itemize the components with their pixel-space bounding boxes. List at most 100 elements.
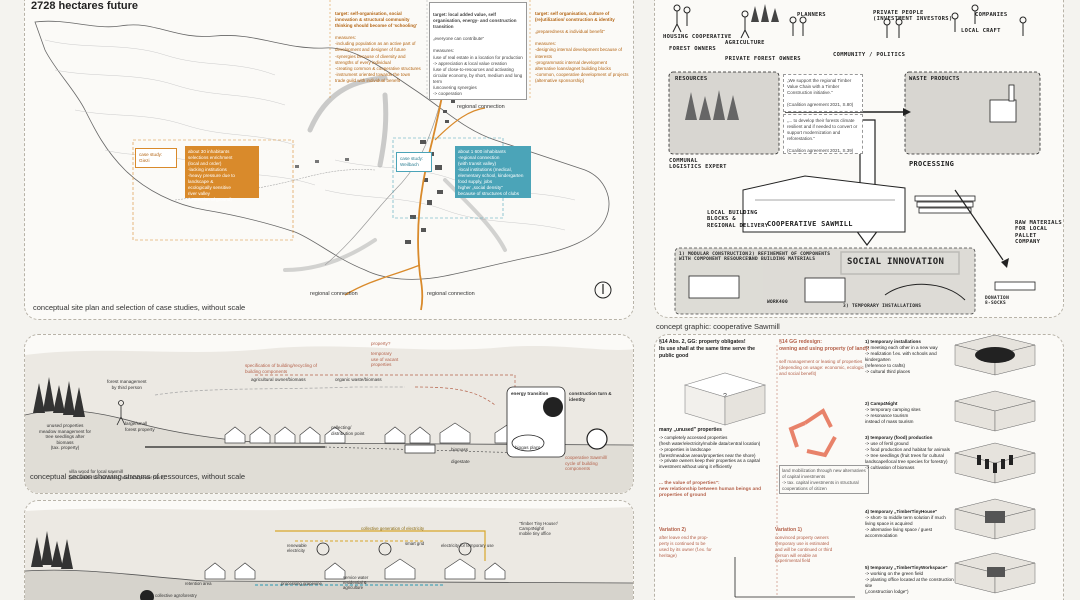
label-wood-sawmill: villa wood for local sawmill (use waste …	[69, 469, 165, 480]
target-column-2: target: local added value, self organisa…	[429, 2, 527, 100]
temporary-use-body: -> working on the green field -> plantin…	[865, 570, 954, 594]
site-map-svg	[34, 0, 612, 311]
target-column-3: target: self organisation, culture of (r…	[535, 11, 629, 83]
variation-1-body: convinced property owners temporary use …	[775, 535, 833, 564]
settlement-weilbach	[405, 100, 455, 244]
label-community-politics: COMMUNITY / POLITICS	[833, 52, 906, 58]
label-housing-cooperative: HOUSING COOPERATIVE	[663, 34, 732, 40]
label-cooperative-sawmill: COOPERATIVE SAWMILL	[767, 220, 853, 228]
label-large-small: large/small forest property	[125, 421, 155, 432]
label-processing: PROCESSING	[909, 160, 955, 168]
label-temp-use: temporary use of vacant properties	[371, 351, 399, 367]
question-mark: ?	[723, 393, 727, 400]
label-private-forest-owners: PRIVATE FOREST OWNERS	[725, 56, 801, 62]
temporary-use-item: 5) temporary „TimberTinyWorkspace"-> wor…	[865, 565, 955, 595]
label-retention: retention area	[185, 581, 212, 586]
label-biomass: biomass	[451, 447, 469, 452]
label-agroforestry: collective agroforestry	[155, 593, 197, 598]
section-energy-svg	[25, 507, 633, 600]
truck-icon	[404, 444, 436, 454]
sawmill-caption: concept graphic: cooperative Sawmill	[656, 322, 780, 331]
label-planners: PLANNERS	[797, 12, 826, 18]
regional-connection-label-3: regional connection	[427, 291, 475, 297]
site-plan-title: 2728 hectares future	[31, 0, 138, 12]
property-diagram-svg	[683, 335, 1036, 598]
label-spec-building: specification of building/recycling of b…	[245, 363, 318, 374]
property-heading-1: §14 Abs. 2, GG: property obligates! Its …	[659, 339, 756, 359]
mobilization-box: land mobilization through new alternativ…	[779, 465, 869, 495]
label-unused-properties: unused properties meadow management for …	[39, 423, 92, 450]
temporary-use-body: -> temporary camping sites -> resonance …	[865, 406, 921, 424]
case-study-giezi-card: about 30 inhabitants selections enrichme…	[185, 146, 259, 202]
case-study-giezi-label: case study: Giezi	[135, 148, 177, 168]
label-smart-grid: smart grid	[405, 541, 425, 546]
quote-box-1: „We support the regional Timber Value Ch…	[783, 74, 863, 112]
north-arrow-icon	[594, 281, 612, 299]
stakeholder-figures	[672, 4, 1027, 39]
temporary-use-body: -> meeting each other in a new way -> re…	[865, 344, 938, 374]
label-social-innovation: SOCIAL INNOVATION	[847, 257, 945, 267]
label-renewable: renewable electricity	[287, 543, 307, 554]
label-private-people: PRIVATE PEOPLE (INVESTMENT INVESTORS)	[873, 10, 953, 23]
case-study-weilbach-label: case study: Weilbach	[396, 152, 432, 172]
temporary-use-body: -> short- to middle term solution if muc…	[865, 514, 946, 538]
temporary-use-title: 5) temporary „TimberTinyWorkspace"	[865, 565, 948, 570]
biogas-plant-icon	[511, 434, 545, 452]
temporary-use-title: 2) Camp4Night	[865, 401, 898, 406]
label-communal-logistics: COMMUNAL LOGISTICS EXPERT	[669, 158, 727, 171]
target-column-1: target: self-organisation, social innova…	[335, 11, 421, 83]
value-title: ... the value of properties": new relati…	[659, 481, 762, 499]
label-temp-installations: 3) TEMPORARY INSTALLATIONS	[843, 304, 922, 309]
temporary-use-item: 3) temporary (food) production-> use of …	[865, 435, 955, 471]
label-raw-materials: RAW MATERIALS FOR LOCAL PALLET COMPANY	[1015, 220, 1062, 245]
label-organic-waste: organic waste/biomass	[335, 377, 382, 382]
temporary-use-title: 3) temporary (food) production	[865, 435, 933, 440]
label-local-craft: LOCAL CRAFT	[961, 28, 1001, 34]
section-streams-svg	[25, 346, 633, 493]
label-agriculture: AGRICULTURE	[725, 40, 765, 46]
variation-1-title: Variation 1)	[775, 527, 802, 533]
regional-connection-label-1: regional connection	[457, 104, 505, 110]
label-forest-mgmt: forest management by third person	[107, 379, 147, 390]
leaf-icon-2	[140, 590, 154, 600]
site-plan-panel: 2728 hectares future target: self-organi…	[24, 0, 634, 320]
label-donation: DONATION 8-SOCKS	[985, 296, 1010, 307]
unused-title: many „unused" properties	[659, 427, 722, 433]
temporary-use-title: 1) temporary installations	[865, 339, 921, 344]
regional-connection-label-2: regional connection	[310, 291, 358, 297]
sawmill-panel: HOUSING COOPERATIVE FOREST OWNERS AGRICU…	[654, 0, 1064, 318]
sawmill-saw-icon	[586, 428, 608, 450]
label-tiny-house: 'Timber Tiny House'/ Camp4Night/ mobile …	[519, 521, 558, 537]
label-electricity-temp: electricity for temporary use	[441, 543, 494, 548]
sawmill-building	[742, 175, 906, 233]
label-biogas-plant: biogas plant	[515, 445, 540, 450]
label-agri-owner: agricultural owner/biomass	[251, 377, 306, 382]
label-waste-products: WASTE PRODUCTS	[909, 76, 960, 82]
self-management-text: self management or leasing of properties…	[779, 359, 864, 376]
label-processing-grapevine: processing grapevine	[281, 581, 322, 586]
property-panel: §14 Abs. 2, GG: property obligates! Its …	[654, 334, 1064, 600]
temporary-use-title: 4) temporary „TimberTinyHouse"	[865, 509, 938, 514]
unused-body: -> completely accessed properties (fresh…	[659, 435, 761, 470]
variation-2-title: Variation 2)	[659, 527, 686, 533]
temporary-use-body: -> use of fertil ground -> food producti…	[865, 440, 950, 470]
label-collective-electricity: collective generation of electricity	[361, 526, 425, 531]
section-energy-panel: renewable electricity collective generat…	[24, 500, 634, 600]
section-caption: conceptual section showing streams of re…	[30, 472, 246, 481]
quote-box-2: „... to develop their forests climate re…	[783, 114, 863, 154]
municipality-boundary	[34, 20, 610, 280]
temporary-use-item: 1) temporary installations-> meeting eac…	[865, 339, 955, 375]
recycle-icon	[788, 408, 837, 458]
forest-icon-group	[33, 377, 85, 417]
label-forest-owners: FOREST OWNERS	[669, 46, 716, 52]
label-module-construction: 1) MODULAR CONSTRUCTION WITH COMPONENT R…	[679, 252, 752, 263]
label-service-water: service water residential & agriculture	[343, 575, 369, 591]
case-study-weilbach-card: about 1 600 inhabitants -regional connec…	[455, 146, 531, 198]
smart-grid-icon	[378, 542, 392, 556]
label-cooperative-sawmill: cooperative Sawmill/ cycle of building c…	[565, 455, 608, 471]
label-construction-turn: construction turn & identity	[569, 391, 612, 402]
section-streams-panel: forest management by third person unused…	[24, 334, 634, 494]
waste-products-box	[904, 71, 1041, 155]
label-work400: WORK400	[767, 300, 789, 305]
sawmill-diagram-svg	[668, 4, 1041, 315]
